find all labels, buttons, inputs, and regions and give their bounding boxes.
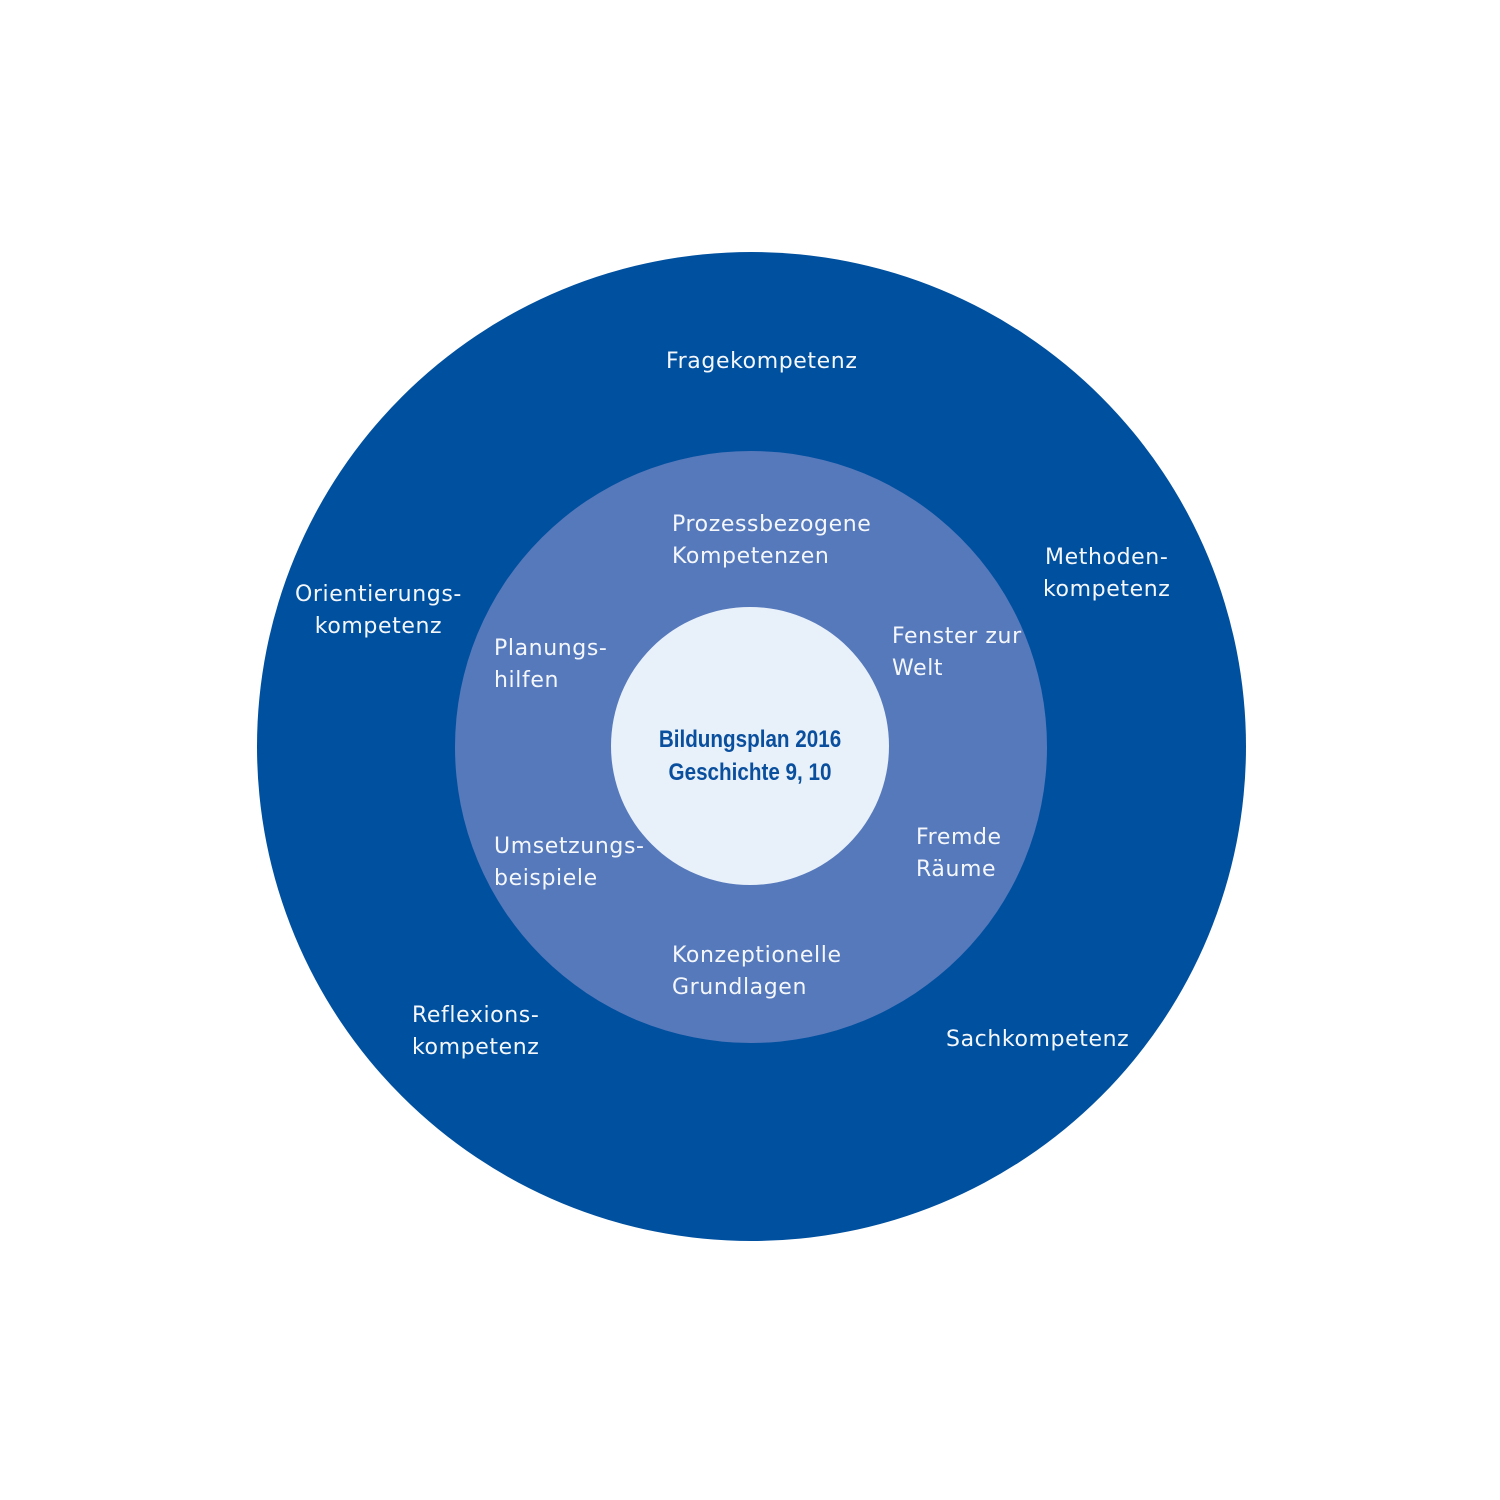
middle-label-prozessbezogene-kompetenzen: Prozessbezogene Kompetenzen	[672, 512, 872, 569]
core-title-line2: Geschichte 9, 10	[668, 759, 832, 786]
outer-label-fragekompetenz: Fragekompetenz	[666, 349, 858, 374]
core-title: Bildungsplan 2016 Geschichte 9, 10	[630, 723, 869, 789]
outer-label-orientierungskompetenz: Orientierungs- kompetenz	[295, 582, 462, 639]
outer-label-sachkompetenz: Sachkompetenz	[946, 1027, 1130, 1052]
middle-label-fenster-zur-welt: Fenster zur Welt	[892, 624, 1022, 681]
core-circle	[611, 607, 889, 885]
middle-label-umsetzungsbeispiele: Umsetzungs- beispiele	[494, 834, 645, 891]
middle-label-planungshilfen: Planungs- hilfen	[494, 636, 608, 693]
middle-label-konzeptionelle-grundlagen: Konzeptionelle Grundlagen	[672, 943, 842, 1000]
outer-label-methodenkompetenz: Methoden- kompetenz	[1043, 545, 1171, 602]
core-title-line1: Bildungsplan 2016	[658, 726, 842, 753]
outer-label-reflexionskompetenz: Reflexions- kompetenz	[412, 1003, 540, 1060]
middle-label-fremde-raeume: Fremde Räume	[916, 825, 1002, 882]
